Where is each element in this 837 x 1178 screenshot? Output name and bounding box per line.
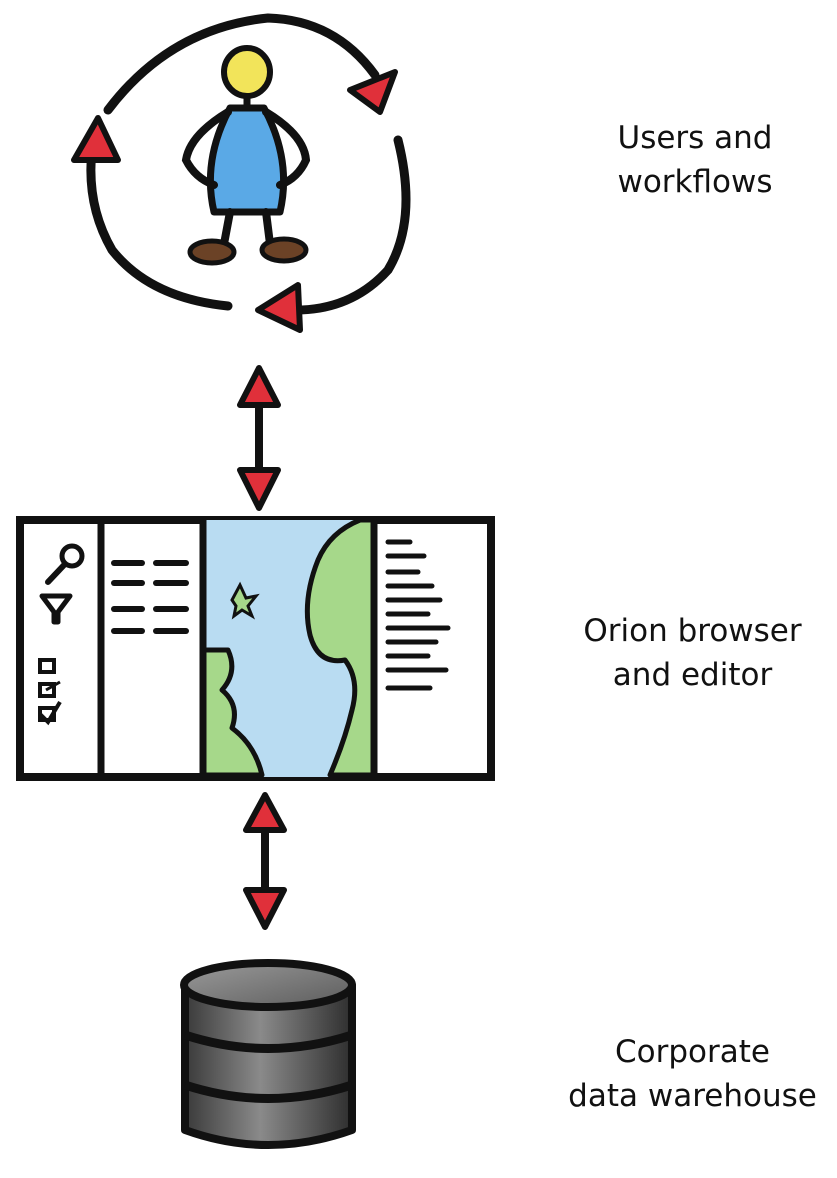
checkbox-icon: [38, 658, 62, 726]
double-arrow-icon: [243, 792, 287, 930]
cycle-arrowhead: [71, 115, 121, 163]
label-line: Orion browser: [583, 613, 802, 649]
cycle-arrowhead: [255, 282, 303, 333]
cycle-arrowhead: [347, 69, 398, 115]
label-line: Users and: [617, 120, 773, 156]
layer-label-warehouse: Corporate data warehouse: [548, 1030, 837, 1118]
label-line: and editor: [612, 657, 773, 693]
cycle-arrows-icon: [86, 13, 411, 315]
layer-label-orion: Orion browser and editor: [548, 609, 837, 697]
database-icon: [180, 959, 356, 1149]
label-line: workflows: [617, 164, 773, 200]
label-line: data warehouse: [568, 1078, 817, 1114]
search-icon: [45, 543, 85, 585]
browser-window-icon: [16, 516, 495, 781]
list-lines: [111, 560, 189, 634]
filter-icon: [39, 593, 73, 625]
users-workflow-icon: [71, 13, 411, 333]
double-arrow-icon: [237, 365, 281, 511]
label-line: Corporate: [615, 1034, 770, 1070]
detail-lines: [385, 539, 451, 691]
person-icon: [181, 45, 311, 266]
layer-label-users: Users and workflows: [575, 116, 815, 204]
map-icon: [200, 517, 377, 778]
